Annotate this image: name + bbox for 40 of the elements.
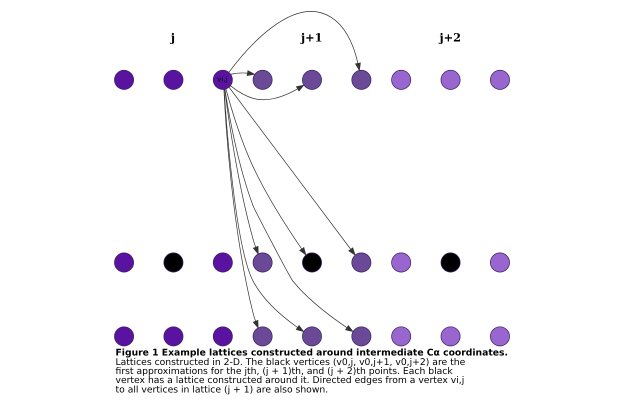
node-circle	[440, 70, 460, 90]
label: j+1	[300, 30, 323, 44]
node-circle	[302, 70, 322, 90]
node-circle	[114, 326, 134, 346]
node-circle	[252, 70, 273, 90]
label: j+2	[440, 30, 462, 44]
node-circle	[302, 326, 322, 346]
arrow	[226, 88, 306, 256]
arrow	[224, 88, 354, 332]
node-circle	[351, 326, 372, 346]
node-circle	[490, 326, 510, 346]
arrow	[228, 11, 361, 73]
arrow	[224, 89, 304, 332]
arrow	[228, 86, 356, 256]
label: j	[170, 30, 176, 44]
node-circle	[164, 252, 184, 272]
node-circle	[391, 326, 412, 346]
node-circle	[252, 326, 273, 346]
node-circle	[114, 252, 134, 272]
arrow	[230, 70, 256, 76]
node-circle	[212, 252, 233, 272]
node-circle	[440, 252, 460, 272]
node-circle	[302, 252, 322, 272]
node-circle	[164, 326, 184, 346]
node-circle	[114, 70, 134, 90]
node-circle: vi,j	[212, 70, 233, 90]
node-circle	[252, 252, 273, 272]
arrow	[224, 89, 258, 329]
node-circle	[391, 252, 412, 272]
node-circle	[490, 252, 510, 272]
node-circle	[490, 70, 510, 90]
node-circle	[212, 326, 233, 346]
arrow	[224, 89, 259, 255]
node-circle	[351, 252, 372, 272]
arrow	[230, 84, 305, 100]
node-circle	[440, 326, 460, 346]
node-circle	[351, 70, 372, 90]
node-circle	[391, 70, 412, 90]
node-circle	[164, 70, 184, 90]
caption: Figure 1 Example lattices constructed around intermediate Cα coordinates. Lattices constructed in 2-D. The black vertices (v0,j, v0,j+1, v0,j+2) are the first approximations for the jth, (j + 1)th, and (j + 2)th points. Each black vertex has a lattice constructed around it. Directed edges from a vertex vi,j to all vertices in lattice (j + 1) are also shown.	[116, 348, 508, 396]
